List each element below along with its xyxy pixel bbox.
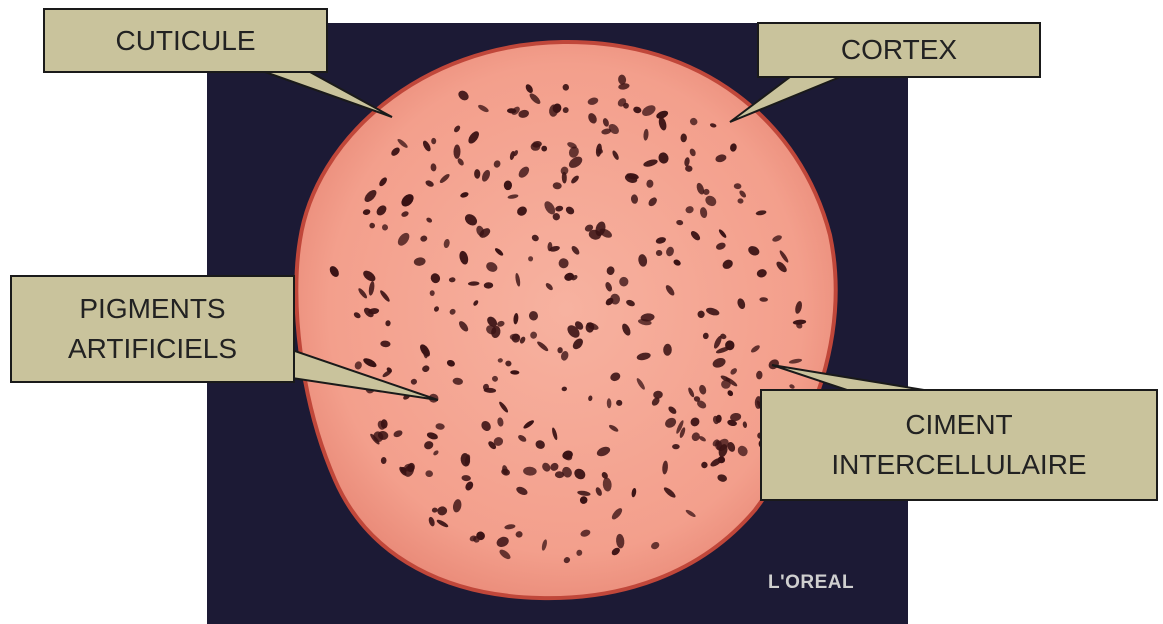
label-pigments-line2: ARTIFICIELS — [68, 329, 237, 369]
pigment-granule — [672, 444, 680, 449]
label-cortex: CORTEX — [757, 22, 1041, 78]
label-ciment-line1: CIMENT — [905, 405, 1012, 445]
label-cortex-text: CORTEX — [841, 30, 957, 70]
pigment-granule — [504, 181, 512, 191]
label-ciment-line2: INTERCELLULAIRE — [831, 445, 1086, 485]
pigment-granule — [430, 290, 435, 296]
label-cuticule-text: CUTICULE — [115, 21, 255, 61]
label-pigments-line1: PIGMENTS — [79, 289, 225, 329]
label-ciment-intercellulaire: CIMENT INTERCELLULAIRE — [760, 389, 1158, 501]
loreal-watermark: L'OREAL — [768, 572, 854, 594]
label-pigments-artificiels: PIGMENTS ARTIFICIELS — [10, 275, 295, 383]
label-cuticule: CUTICULE — [43, 8, 328, 73]
